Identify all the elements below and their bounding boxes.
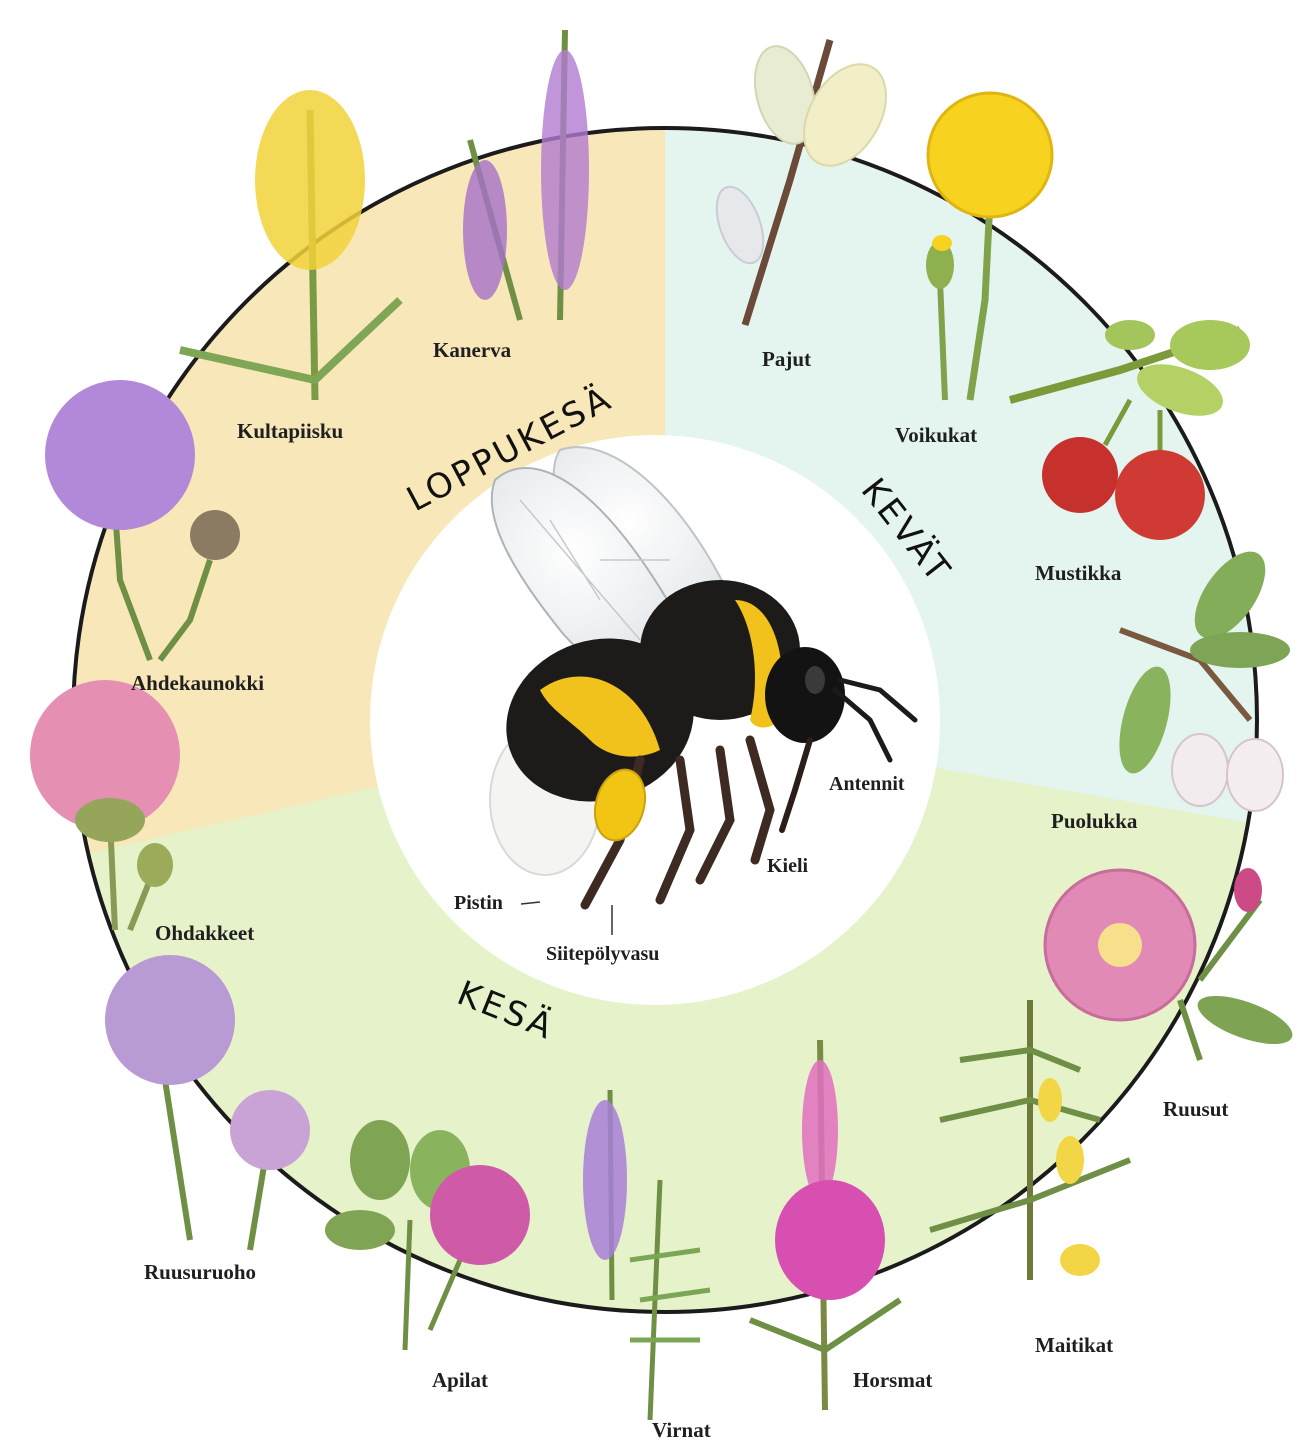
flower-label-horsmat: Horsmat [853,1368,932,1392]
flower-label-voikukat: Voikukat [895,423,977,447]
flower-label-ruusut: Ruusut [1163,1097,1228,1121]
flower-label-pajut: Pajut [762,347,811,371]
flower-label-mustikka: Mustikka [1035,561,1122,585]
flower-label-virnat: Virnat [652,1418,711,1442]
flower-label-maitikat: Maitikat [1035,1333,1113,1357]
flower-label-ahdekaunokki: Ahdekaunokki [131,671,264,695]
flower-label-ohdakkeet: Ohdakkeet [155,921,254,945]
bee-label-tongue: Kieli [767,855,809,877]
flower-label-ruusuruoho: Ruusuruoho [144,1260,256,1284]
flower-label-kanerva: Kanerva [433,338,512,362]
bee-label-stinger: Pistin [454,892,503,914]
flower-label-puolukka: Puolukka [1051,809,1138,833]
flower-label-kultapiisku: Kultapiisku [237,419,344,443]
bee-label-pollen-basket: Siitepölyvasu [546,943,659,965]
flower-label-apilat: Apilat [432,1368,488,1392]
bee-label-antennae: Antennit [829,773,905,795]
